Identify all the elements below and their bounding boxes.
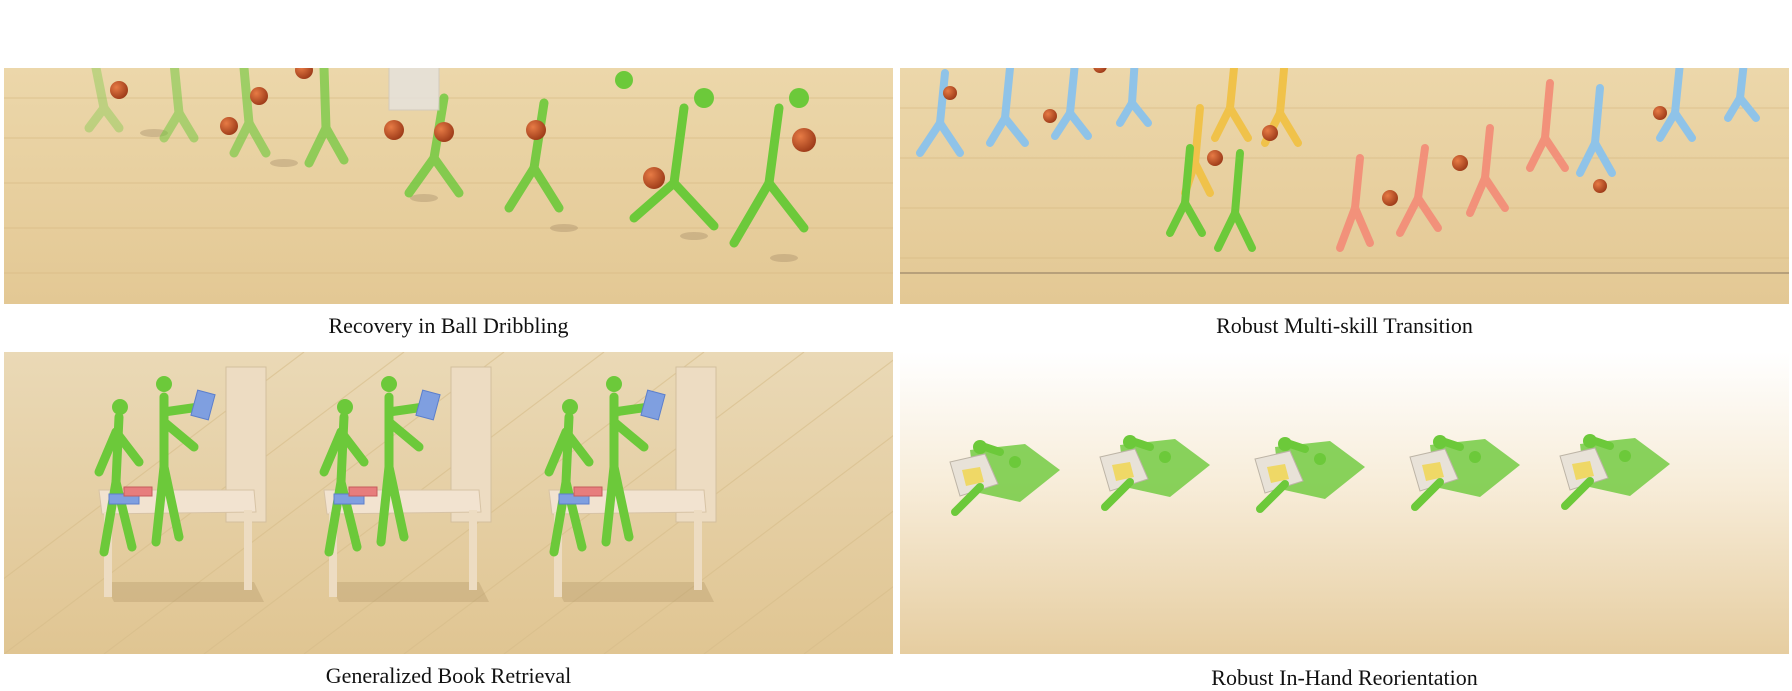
caption-multi-skill-transition: Robust Multi-skill Transition	[1216, 313, 1473, 338]
in-hand-reorientation-image	[900, 352, 1789, 654]
ball-dribbling-image	[4, 68, 893, 304]
book-retrieval-image	[4, 352, 893, 654]
caption-book-retrieval: Generalized Book Retrieval	[325, 663, 572, 688]
caption-ball-dribbling: Recovery in Ball Dribbling	[328, 313, 569, 338]
caption-in-hand-reorientation: Robust In-Hand Reorientation	[1211, 665, 1478, 690]
multi-skill-transition-image	[900, 68, 1789, 304]
